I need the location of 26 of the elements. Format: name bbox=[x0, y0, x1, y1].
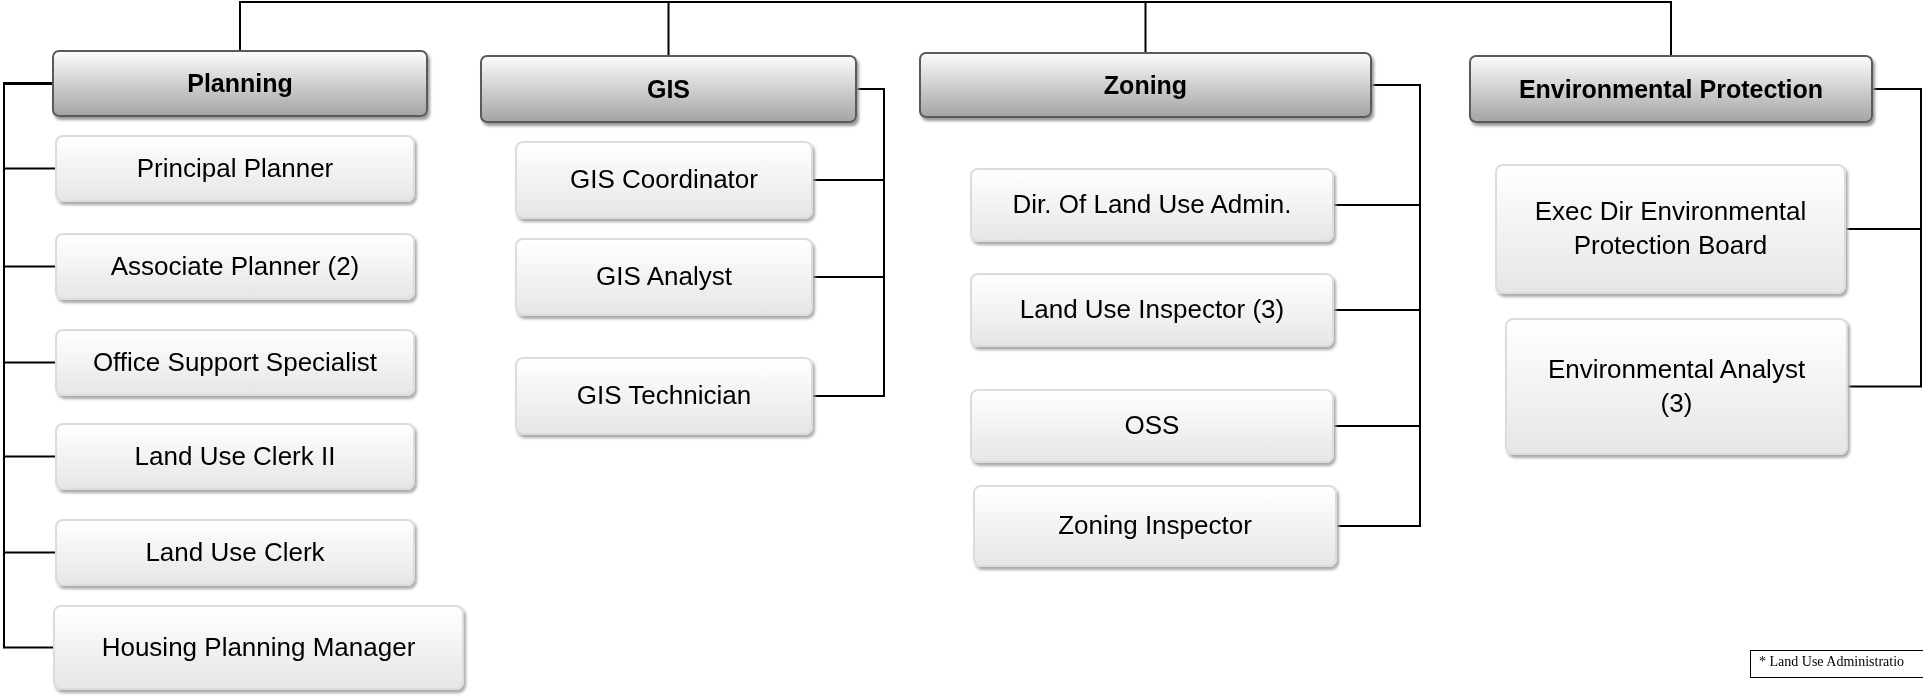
position-box: Environmental Analyst (3) bbox=[1505, 318, 1848, 455]
position-box: GIS Technician bbox=[515, 357, 813, 435]
position-box: Associate Planner (2) bbox=[55, 233, 415, 300]
position-box: OSS bbox=[970, 389, 1334, 463]
position-box: Office Support Specialist bbox=[55, 329, 415, 396]
footnote: * Land Use Administratio bbox=[1750, 650, 1923, 678]
department-box: Planning bbox=[52, 50, 428, 117]
position-box: GIS Analyst bbox=[515, 238, 813, 316]
position-box: Dir. Of Land Use Admin. bbox=[970, 168, 1334, 242]
connector-line bbox=[1336, 84, 1421, 527]
position-box: GIS Coordinator bbox=[515, 141, 813, 219]
connector-line bbox=[3, 82, 54, 649]
position-box: Zoning Inspector bbox=[973, 485, 1337, 567]
position-box: Land Use Inspector (3) bbox=[970, 273, 1334, 347]
position-box: Land Use Clerk bbox=[55, 519, 415, 586]
department-box: Zoning bbox=[919, 52, 1372, 118]
position-box: Exec Dir Environmental Protection Board bbox=[1495, 164, 1846, 294]
department-box: Environmental Protection bbox=[1469, 55, 1873, 123]
connector-line bbox=[812, 88, 885, 397]
connector-line bbox=[1847, 88, 1922, 388]
position-box: Housing Planning Manager bbox=[53, 605, 464, 690]
position-box: Principal Planner bbox=[55, 135, 415, 202]
connector-line bbox=[990, 1, 1672, 56]
connector-line bbox=[667, 1, 992, 56]
department-box: GIS bbox=[480, 55, 857, 123]
position-box: Land Use Clerk II bbox=[55, 423, 415, 490]
